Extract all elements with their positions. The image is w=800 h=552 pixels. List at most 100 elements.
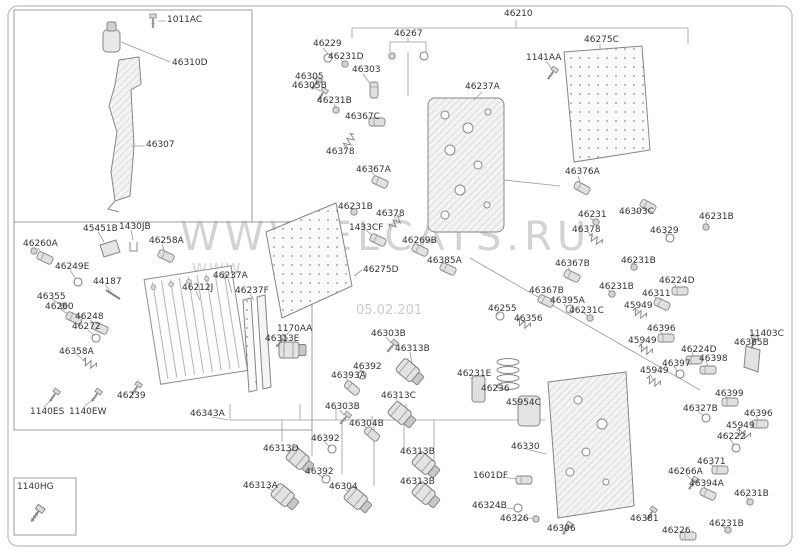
part-label[interactable]: 46269B [402, 236, 437, 246]
part-label[interactable]: 46255 [488, 304, 517, 314]
part-label[interactable]: 46304 [329, 482, 358, 492]
part-label[interactable]: 46237A [213, 271, 248, 281]
part-label[interactable]: 46231 [578, 210, 607, 220]
part-label[interactable]: 46231D [328, 52, 364, 62]
part-label[interactable]: 46392 [353, 362, 382, 372]
part-label[interactable]: 46327B [683, 404, 718, 414]
part-label[interactable]: 46367B [555, 259, 590, 269]
part-label[interactable]: 1140ES [30, 407, 65, 417]
part-label[interactable]: 46396 [744, 409, 773, 419]
part-label[interactable]: 46392 [311, 434, 340, 444]
part-label[interactable]: 46378 [326, 147, 355, 157]
part-label[interactable]: 46394A [689, 479, 724, 489]
part-label[interactable]: 46231B [317, 96, 352, 106]
part-label[interactable]: 46313A [243, 481, 278, 491]
part-label[interactable]: 46393A [331, 371, 366, 381]
part-label[interactable]: 46304B [349, 419, 384, 429]
part-label[interactable]: 46303C [619, 207, 654, 217]
part-label[interactable]: 1140HG [17, 482, 54, 492]
part-label[interactable]: 46258A [149, 236, 184, 246]
part-label[interactable]: 1140EW [69, 407, 107, 417]
part-label[interactable]: 46231B [599, 282, 634, 292]
part-label[interactable]: 46237A [465, 82, 500, 92]
part-label[interactable]: 46313B [400, 447, 435, 457]
part-label[interactable]: 46307 [146, 140, 175, 150]
part-label[interactable]: 46303B [371, 329, 406, 339]
part-label[interactable]: 46212J [182, 283, 214, 293]
part-label[interactable]: 46224D [681, 345, 717, 355]
part-label[interactable]: 46275D [363, 265, 399, 275]
part-label[interactable]: 46305B [292, 81, 327, 91]
part-label[interactable]: 46239 [117, 391, 146, 401]
part-label[interactable]: 46385A [427, 256, 462, 266]
part-label[interactable]: 46376A [565, 167, 600, 177]
part-label[interactable]: 45949 [628, 336, 657, 346]
part-label[interactable]: 45949 [624, 301, 653, 311]
part-label[interactable]: 46231B [621, 256, 656, 266]
part-label[interactable]: 46313D [263, 444, 299, 454]
part-label[interactable]: 46229 [313, 39, 342, 49]
part-label[interactable]: 46324B [472, 501, 507, 511]
part-label[interactable]: 46303B [325, 402, 360, 412]
part-label[interactable]: 46237F [235, 286, 269, 296]
part-label[interactable]: 46226 [662, 526, 691, 536]
part-label[interactable]: 1433CF [349, 223, 384, 233]
part-label[interactable]: 1430JB [119, 222, 151, 232]
part-label[interactable]: 45949 [640, 366, 669, 376]
part-label[interactable]: 46399 [715, 389, 744, 399]
part-label[interactable]: 46231B [338, 202, 373, 212]
part-label[interactable]: 46275C [584, 35, 619, 45]
part-label[interactable]: 46385B [734, 338, 769, 348]
part-label[interactable]: 46310D [172, 58, 208, 68]
part-label[interactable]: 11403C [749, 329, 784, 339]
part-label[interactable]: 1601DF [473, 471, 509, 481]
part-label[interactable]: 46329 [650, 226, 679, 236]
part-label[interactable]: 46249E [55, 262, 90, 272]
part-label[interactable]: 46330 [511, 442, 540, 452]
part-label[interactable]: 46381 [630, 514, 659, 524]
part-label[interactable]: 46371 [697, 457, 726, 467]
part-label[interactable]: 46260 [45, 302, 74, 312]
part-label[interactable]: 46305 [295, 72, 324, 82]
part-label[interactable]: 44187 [93, 277, 122, 287]
part-label[interactable]: 46367B [529, 286, 564, 296]
part-label[interactable]: 46326 [500, 514, 529, 524]
part-label[interactable]: 46378 [572, 225, 601, 235]
part-label[interactable]: 45451B [83, 224, 118, 234]
part-label[interactable]: 46231B [734, 489, 769, 499]
part-label[interactable]: 46272 [72, 322, 101, 332]
part-label[interactable]: 46367A [356, 165, 391, 175]
part-label[interactable]: 1011AC [167, 15, 203, 25]
part-label[interactable]: 46311 [642, 289, 671, 299]
part-label[interactable]: 46343A [190, 409, 225, 419]
part-label[interactable]: 46313B [395, 344, 430, 354]
part-label[interactable]: 46395A [550, 296, 585, 306]
part-label[interactable]: 46303 [352, 65, 381, 75]
part-label[interactable]: 46231C [569, 306, 604, 316]
part-label[interactable]: 46313E [265, 334, 300, 344]
part-label[interactable]: 46231E [457, 369, 492, 379]
part-label[interactable]: 46267 [394, 29, 423, 39]
part-label[interactable]: 46398 [699, 354, 728, 364]
part-label[interactable]: 45949 [726, 421, 755, 431]
part-label[interactable]: 1141AA [526, 53, 562, 63]
part-label[interactable]: 46355 [37, 292, 66, 302]
part-label[interactable]: 46224D [659, 276, 695, 286]
part-label[interactable]: 46210 [504, 9, 533, 19]
part-label[interactable]: 46222 [717, 432, 746, 442]
part-label[interactable]: 46260A [23, 239, 58, 249]
part-label[interactable]: 46397 [662, 359, 691, 369]
part-label[interactable]: 46378 [376, 209, 405, 219]
part-label[interactable]: 46306 [547, 524, 576, 534]
part-label[interactable]: 1170AA [277, 324, 313, 334]
part-label[interactable]: 46392 [305, 467, 334, 477]
part-label[interactable]: 46367C [345, 112, 380, 122]
part-label[interactable]: 46358A [59, 347, 94, 357]
part-label[interactable]: 46266A [668, 467, 703, 477]
part-label[interactable]: 46313C [381, 391, 416, 401]
part-label[interactable]: 46313B [400, 477, 435, 487]
part-label[interactable]: 46231B [699, 212, 734, 222]
part-label[interactable]: 46248 [75, 312, 104, 322]
part-label[interactable]: 46396 [647, 324, 676, 334]
part-label[interactable]: 46356 [514, 314, 543, 324]
